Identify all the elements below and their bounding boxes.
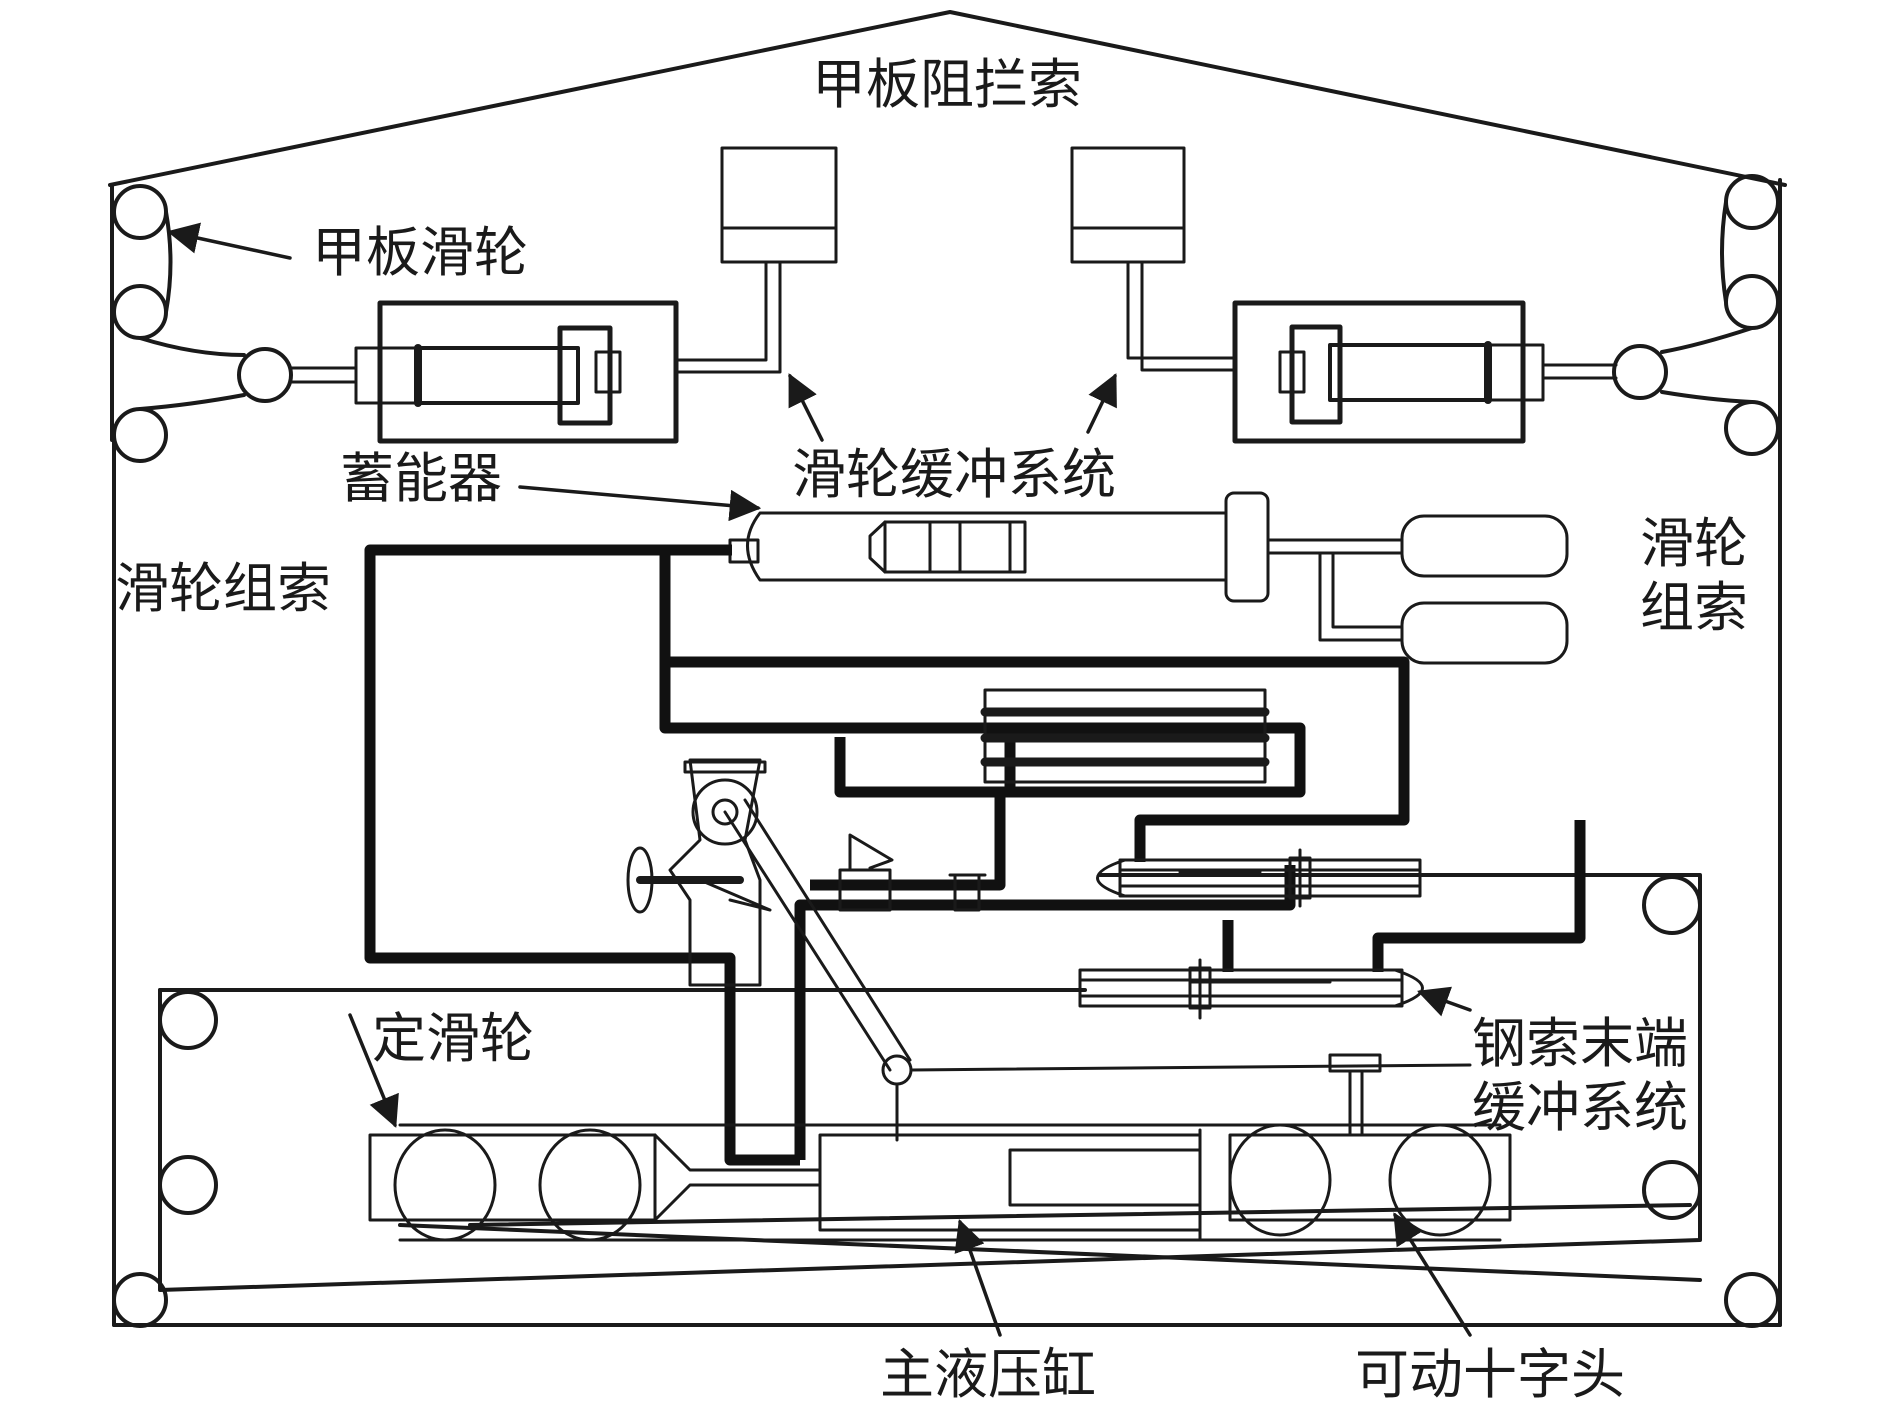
label-cable-anchor-damper: 钢索末端 缓冲系统: [1472, 1012, 1688, 1139]
purchase-cable-routing: [110, 178, 1782, 1327]
cable-anchor-dampers: [1078, 848, 1424, 1020]
main-cylinder-arrow: [954, 1219, 1002, 1337]
label-purchase-cable-right-line2: 组索: [1640, 575, 1748, 639]
accumulator-arrow: [518, 485, 762, 522]
right-deck-sheaves: [1612, 174, 1780, 456]
label-sheave-damper: 滑轮缓冲系统: [792, 443, 1116, 506]
label-cable-anchor-damper-line2: 缓冲系统: [1472, 1075, 1688, 1139]
fixed-sheave-arrow: [348, 1013, 399, 1128]
label-accumulator: 蓄能器: [340, 447, 502, 510]
label-crosshead: 可动十字头: [1355, 1343, 1625, 1406]
main-cylinder-assembly: [368, 1123, 1512, 1242]
label-purchase-cable-right-line1: 滑轮: [1640, 512, 1748, 575]
accumulator-vessel: [728, 491, 1569, 665]
left-sheave-damper: [288, 146, 838, 444]
pump-valve-assembly: [626, 758, 1472, 1142]
crosshead-arrow: [1393, 1212, 1472, 1337]
sheave-damper-arrow-left: [788, 373, 824, 442]
deck-sheave-arrow: [166, 222, 292, 260]
label-cable-anchor-damper-line1: 钢索末端: [1472, 1012, 1688, 1075]
label-purchase-cable-left: 滑轮组索: [115, 557, 331, 620]
sheave-damper-arrow-right: [1086, 373, 1117, 434]
label-main-cylinder: 主液压缸: [880, 1343, 1096, 1406]
left-deck-sheaves: [112, 184, 293, 463]
label-purchase-cable-right: 滑轮 组索: [1640, 512, 1748, 639]
label-deck-sheave: 甲板滑轮: [312, 221, 528, 284]
label-leaders: [166, 222, 1472, 1337]
right-sheave-damper: [1070, 146, 1618, 444]
hydraulic-lines: [364, 544, 1586, 1166]
lower-sheaves: [112, 875, 1780, 1328]
label-deck-pendant: 甲板阻拦索: [812, 53, 1082, 116]
heat-exchanger: [980, 688, 1270, 784]
label-fixed-sheave: 定滑轮: [372, 1007, 534, 1070]
deck-pendant-cable: [108, 10, 1787, 187]
cable-anchor-arrow: [1417, 986, 1472, 1017]
